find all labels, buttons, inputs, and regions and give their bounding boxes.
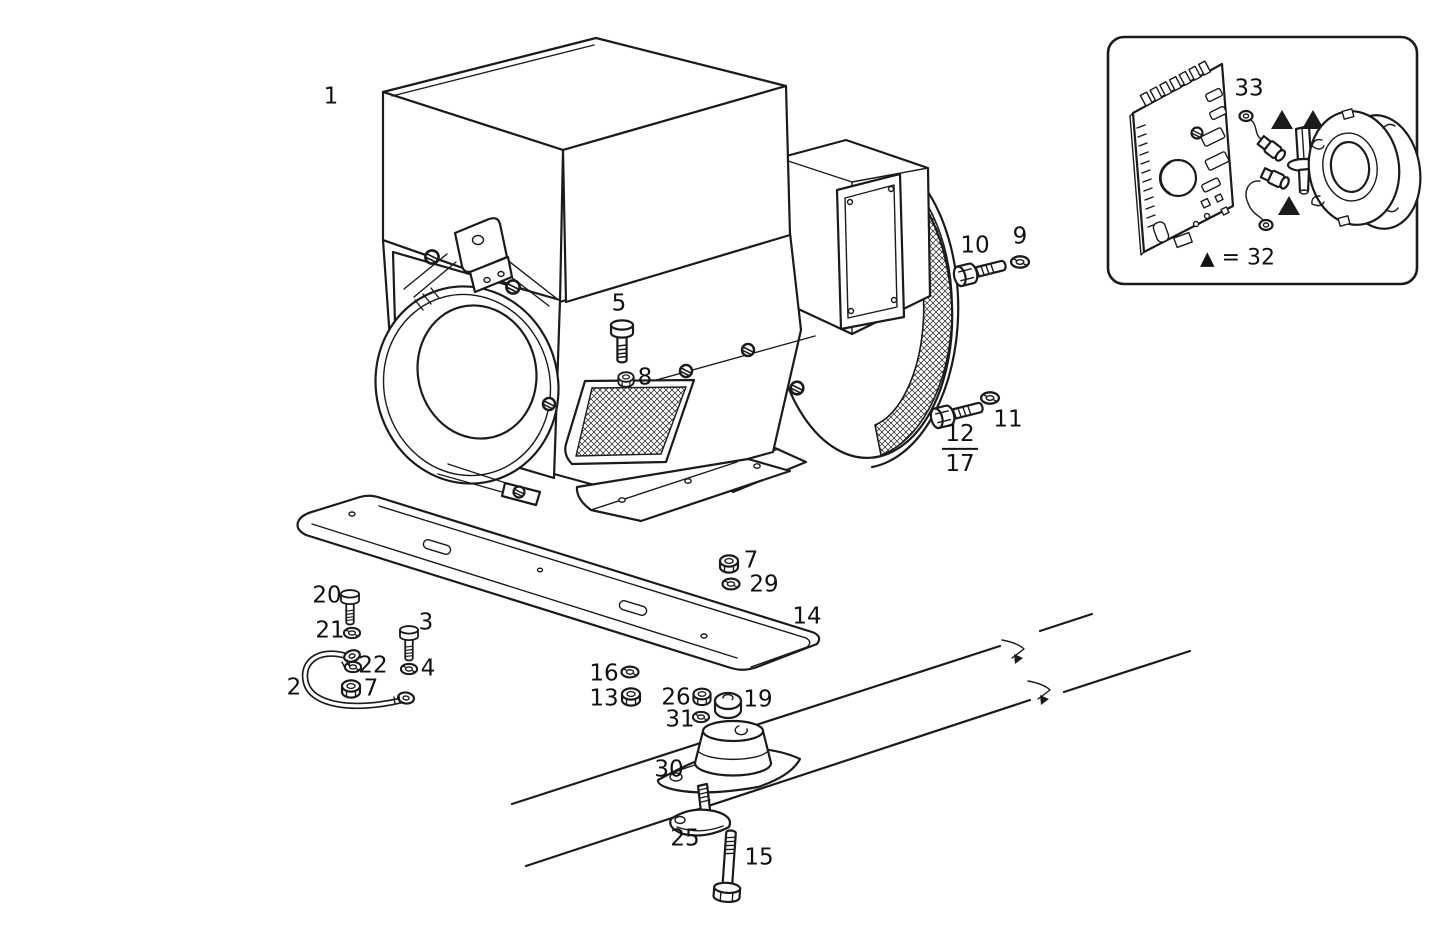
part-label-25: 25 (670, 825, 700, 852)
nut-7a (718, 554, 740, 574)
part-label-30: 30 (654, 756, 684, 783)
nut-7b (340, 679, 362, 699)
rear-housing (777, 138, 932, 336)
frame-rails (510, 612, 1192, 868)
washer-11 (979, 391, 1001, 405)
part-label-3: 3 (418, 609, 434, 636)
bolt-3 (399, 625, 419, 662)
regulator-board (1129, 60, 1235, 256)
washer-4 (399, 662, 419, 676)
part-label-2: 2 (286, 674, 302, 701)
washer-9 (1009, 255, 1031, 269)
spacer-19 (713, 691, 743, 720)
lifting-lug (453, 217, 514, 294)
access-panel (835, 172, 906, 331)
nut-8 (617, 371, 635, 388)
sensing-lead-lower (1245, 167, 1290, 232)
part-label-14: 14 (792, 603, 822, 630)
baseplate (296, 494, 821, 671)
part-label-4: 4 (420, 655, 436, 682)
rail-break-symbol (1001, 639, 1051, 705)
vibration-mount (656, 719, 802, 794)
nut-13 (620, 687, 642, 707)
part-label-33: 33 (1234, 75, 1264, 102)
front-foot (575, 457, 792, 523)
drive-end-flange (374, 217, 562, 507)
part-label-20: 20 (312, 582, 342, 609)
legend-triangle-icon: ▲ (1200, 247, 1215, 269)
washer-31 (691, 710, 711, 724)
inset-detail-box (1106, 35, 1422, 286)
washer-29 (721, 577, 741, 591)
washer-21 (342, 626, 362, 640)
part-label-5: 5 (611, 290, 627, 317)
bolt-10 (950, 254, 1009, 289)
part-label-10: 10 (960, 232, 990, 259)
bolt-15 (712, 829, 742, 904)
part-label-11: 11 (993, 406, 1023, 433)
ground-strap (301, 649, 416, 709)
part-label-22: 22 (358, 652, 388, 679)
part-label-8: 8 (637, 364, 653, 391)
clamp-plate (669, 782, 732, 837)
part-label-16: 16 (589, 660, 619, 687)
triangle-markers (1271, 110, 1324, 215)
washer-16 (620, 665, 640, 679)
part-label-29: 29 (749, 571, 779, 598)
part-label-7a: 7 (743, 547, 759, 574)
part-label-13: 13 (589, 685, 619, 712)
sensing-lead-upper (1238, 109, 1287, 162)
front-vent-grille (564, 378, 696, 466)
fraction-bottom: 17 (945, 451, 975, 477)
part-label-15: 15 (744, 844, 774, 871)
legend-equals-text: = 32 (1221, 245, 1276, 271)
rectifier-assembly (1307, 108, 1422, 230)
fraction-top: 12 (945, 420, 975, 447)
fraction-line (942, 448, 978, 450)
part-label-9: 9 (1012, 223, 1028, 250)
part-label-31: 31 (665, 706, 695, 733)
terminal-box (381, 36, 792, 304)
nut-26 (692, 687, 712, 707)
part-label-21: 21 (315, 617, 345, 644)
part-label-7b: 7 (363, 675, 379, 702)
part-label-19: 19 (743, 686, 773, 713)
part-label-12-17: 12 17 (942, 422, 978, 476)
part-label-1: 1 (323, 83, 339, 110)
inset-legend: ▲ = 32 (1200, 246, 1275, 271)
part-label-26: 26 (661, 684, 691, 711)
